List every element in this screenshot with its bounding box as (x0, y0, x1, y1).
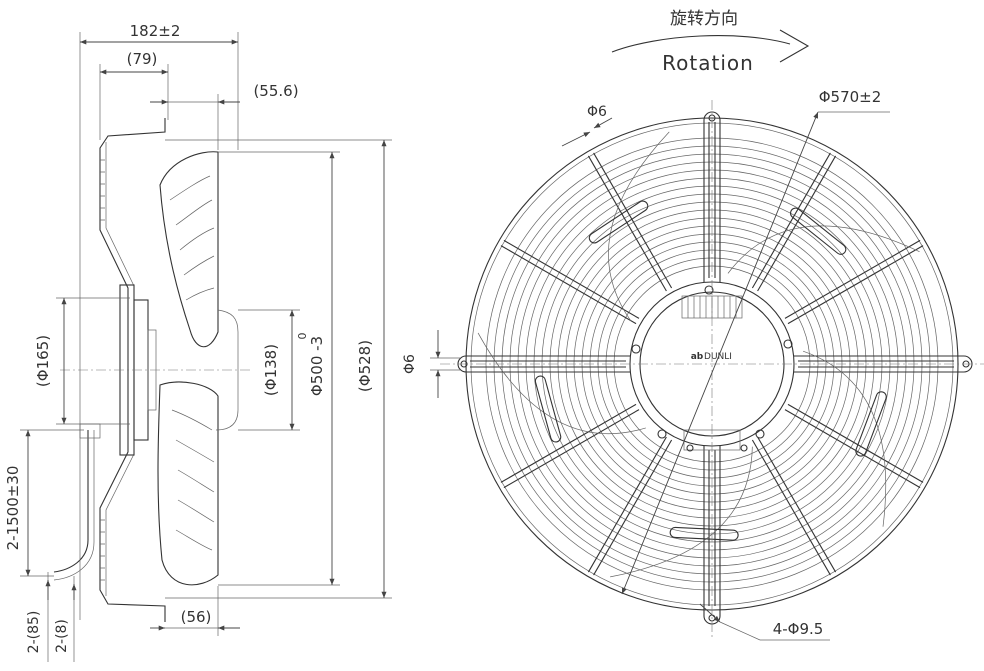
front-view: 旋转方向 Rotation ab DUNLI (402, 9, 984, 641)
dim-overall-depth: 182±2 (130, 22, 181, 40)
dim-hub-diameter: (Φ165) (34, 335, 52, 387)
guard-spoke (500, 245, 637, 325)
fan-blade-edge (727, 225, 920, 274)
ring-diameter-leader (621, 111, 819, 595)
cable (53, 430, 89, 573)
dim-cable-strip-outer: 2-(85) (26, 611, 42, 654)
dim-wire-top: Φ6 (587, 104, 607, 120)
rotation-arrow (611, 35, 791, 53)
dim-cable-strip-inner: 2-(8) (54, 619, 70, 653)
brand-mark: ab (691, 352, 704, 362)
guard-spoke (751, 439, 831, 576)
dim-blade-diameter: Φ500 -3 (308, 336, 326, 396)
fan-guard (457, 111, 973, 625)
guard-spoke (503, 409, 640, 489)
lower-blade (157, 381, 219, 586)
side-view: 182±2 (79) (55.6) (Φ165) (Φ138) 0 Φ500 -… (4, 22, 392, 662)
blade-slot (855, 391, 887, 457)
guard-ticks (100, 159, 105, 581)
upper-blade (159, 151, 219, 348)
guard-spoke (500, 403, 637, 483)
guard-spoke (787, 245, 924, 325)
dim-cable-length: 2-1500±30 (4, 466, 22, 551)
dim-wire-side: Φ6 (402, 354, 418, 374)
dim-motor-depth: (79) (127, 50, 158, 68)
rotation-label-cn: 旋转方向 (670, 9, 738, 29)
dim-blade-tolerance-upper: 0 (296, 333, 309, 340)
guard-spoke (787, 403, 924, 483)
dim-blade-offset: (55.6) (253, 82, 298, 100)
guard-spoke (503, 239, 640, 319)
dim-guard-diameter: (Φ528) (356, 340, 374, 392)
fan-blade-edge (477, 332, 646, 435)
guard-spoke (751, 152, 831, 289)
rotation-label-en: Rotation (662, 51, 754, 75)
guard-spoke (593, 439, 673, 576)
dim-inner-diameter: (Φ138) (262, 344, 280, 396)
guard-spoke (593, 152, 673, 289)
dim-ring-diameter: Φ570±2 (819, 88, 882, 106)
fan-blade-edge (802, 350, 887, 527)
dim-mount-holes: 4-Φ9.5 (773, 620, 824, 638)
blade-slot (534, 375, 562, 443)
dim-mount-offset: (56) (181, 608, 212, 626)
